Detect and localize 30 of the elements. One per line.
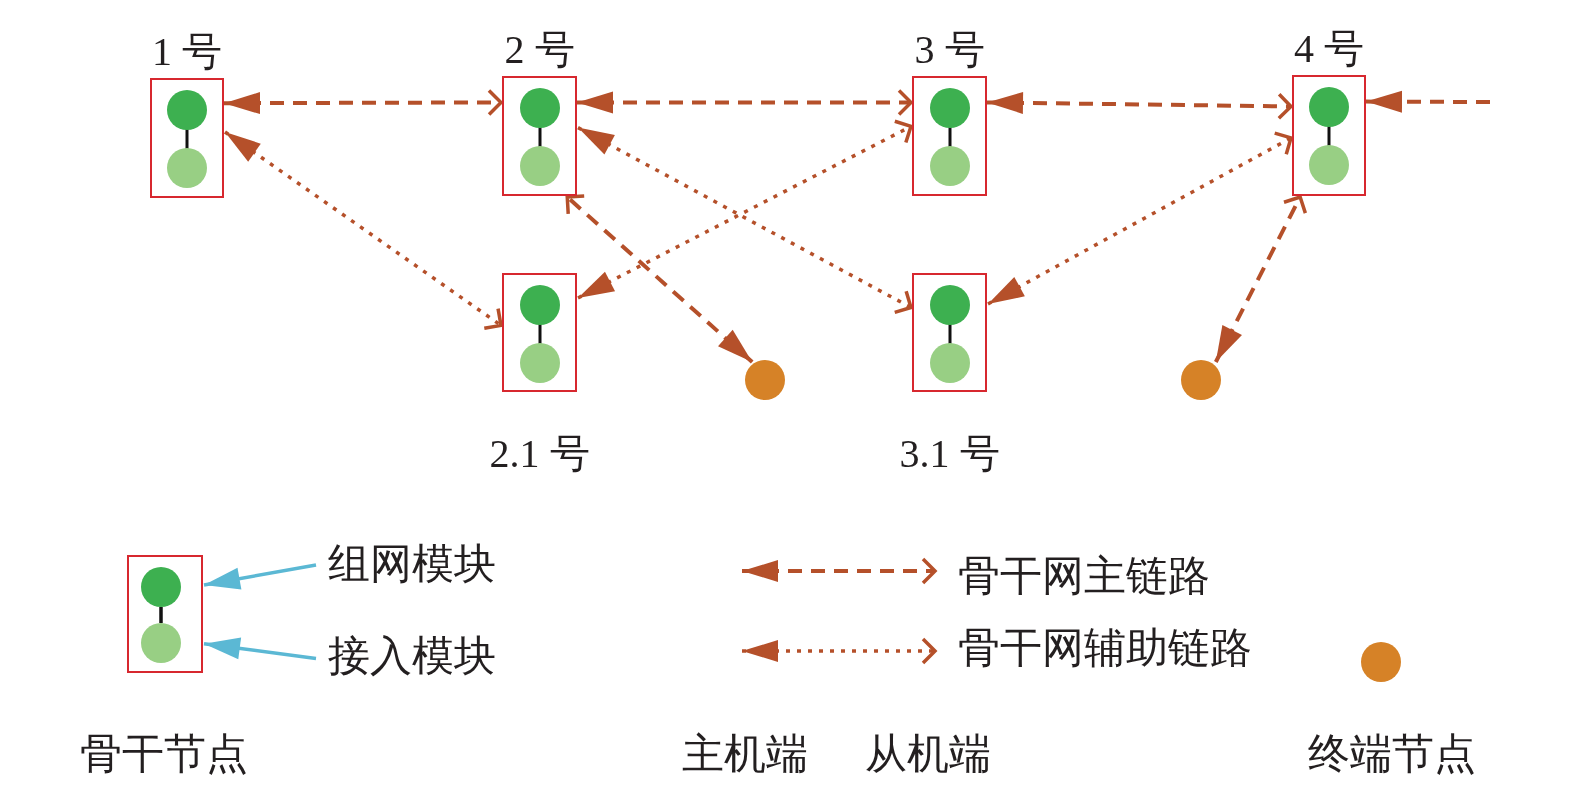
legend-text: 终端节点: [1308, 730, 1476, 778]
end-label: 从机端: [865, 730, 991, 778]
legend-text: 骨干网主链路: [958, 552, 1210, 600]
node-label: 2.1 号: [489, 430, 590, 478]
module-circle: [141, 623, 181, 663]
connector-line: [159, 607, 163, 623]
link-arrow: [1214, 195, 1308, 363]
module-label: 接入模块: [328, 632, 496, 680]
terminal-node-circle: [1181, 360, 1221, 400]
link-arrow: [224, 88, 503, 117]
module-circle: [141, 567, 181, 607]
node-label: 4 号: [1294, 25, 1364, 73]
node-label: 1 号: [152, 28, 222, 76]
incoming-arrow: [1366, 90, 1490, 113]
legend-text: 骨干网辅助链路: [958, 624, 1252, 672]
node-label: 3.1 号: [899, 430, 1000, 478]
link-arrow: [224, 130, 503, 331]
legend-caption: 骨干节点: [80, 730, 248, 778]
end-label: 主机端: [682, 730, 808, 778]
terminal-node-circle: [745, 360, 785, 400]
legend-node-box: [127, 555, 203, 673]
leader-arrow: [203, 563, 317, 590]
module-label: 组网模块: [328, 540, 496, 588]
link-arrow: [565, 194, 754, 364]
link-arrow: [577, 88, 913, 117]
node-label: 3 号: [914, 26, 985, 74]
link-arrow: [987, 131, 1293, 306]
node-label: 2 号: [504, 26, 575, 74]
leader-arrow: [203, 637, 317, 661]
link-arrow: [986, 91, 1293, 121]
